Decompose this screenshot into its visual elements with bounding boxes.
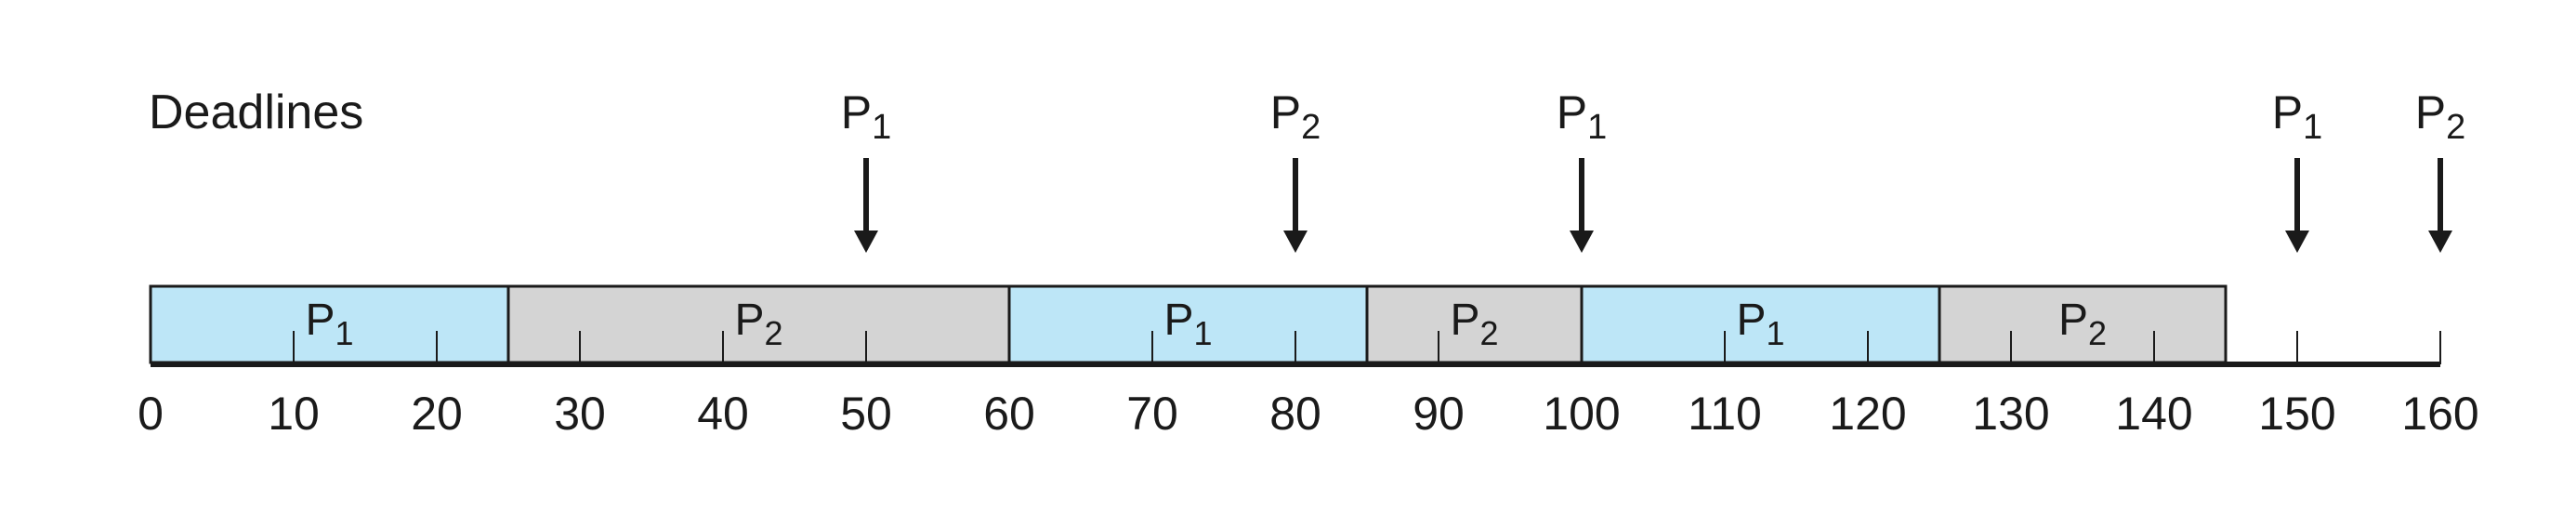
segment-p1-4 [1580, 284, 1941, 364]
segment-label-p2-3: P2 [1450, 296, 1498, 352]
segment-label-p2-5: P2 [2058, 296, 2107, 352]
tick-label-30: 30 [554, 388, 606, 440]
tick-label-20: 20 [411, 388, 463, 440]
timeline-segments: P1 P2 P1 P2 P1 P2 [149, 284, 2228, 364]
deadline-label-3: P1 [2272, 86, 2323, 147]
tick-label-90: 90 [1413, 388, 1465, 440]
deadline-arrow-head-1 [1283, 231, 1308, 253]
tick-label-10: 10 [268, 388, 320, 440]
tick-label-150: 150 [2258, 388, 2335, 440]
tick-label-100: 100 [1543, 388, 1620, 440]
tick-label-70: 70 [1126, 388, 1178, 440]
tick-label-60: 60 [983, 388, 1035, 440]
tick-label-110: 110 [1688, 388, 1762, 440]
deadline-label-4: P2 [2415, 86, 2466, 147]
tick-label-120: 120 [1829, 388, 1906, 440]
tick-label-80: 80 [1269, 388, 1321, 440]
tick-label-0: 0 [138, 388, 164, 440]
deadline-arrow-head-4 [2428, 231, 2452, 253]
segment-p2-5 [1938, 284, 2228, 364]
deadline-arrow-head-3 [2285, 231, 2309, 253]
tick-label-140: 140 [2115, 388, 2192, 440]
deadline-markers: P1 P2 P1 P1 P2 [841, 86, 2466, 253]
tick-label-130: 130 [1972, 388, 2049, 440]
segment-label-p1-0: P1 [305, 296, 353, 352]
deadline-label-1: P2 [1270, 86, 1321, 147]
tick-label-40: 40 [697, 388, 749, 440]
axis-ticks: 0 10 20 30 40 50 60 70 80 90 100 110 120 130 140 150 160 [138, 331, 2479, 440]
segment-label-p1-2: P1 [1163, 296, 1212, 352]
tick-label-160: 160 [2401, 388, 2478, 440]
deadline-arrow-head-2 [1570, 231, 1594, 253]
deadlines-label: Deadlines [149, 86, 363, 139]
deadline-arrow-head-0 [854, 231, 878, 253]
segment-p1-0 [149, 284, 510, 364]
segment-label-p2-1: P2 [734, 296, 782, 352]
deadline-label-2: P1 [1557, 86, 1608, 147]
tick-label-50: 50 [840, 388, 892, 440]
deadline-label-0: P1 [841, 86, 892, 147]
segment-label-p1-4: P1 [1736, 296, 1784, 352]
